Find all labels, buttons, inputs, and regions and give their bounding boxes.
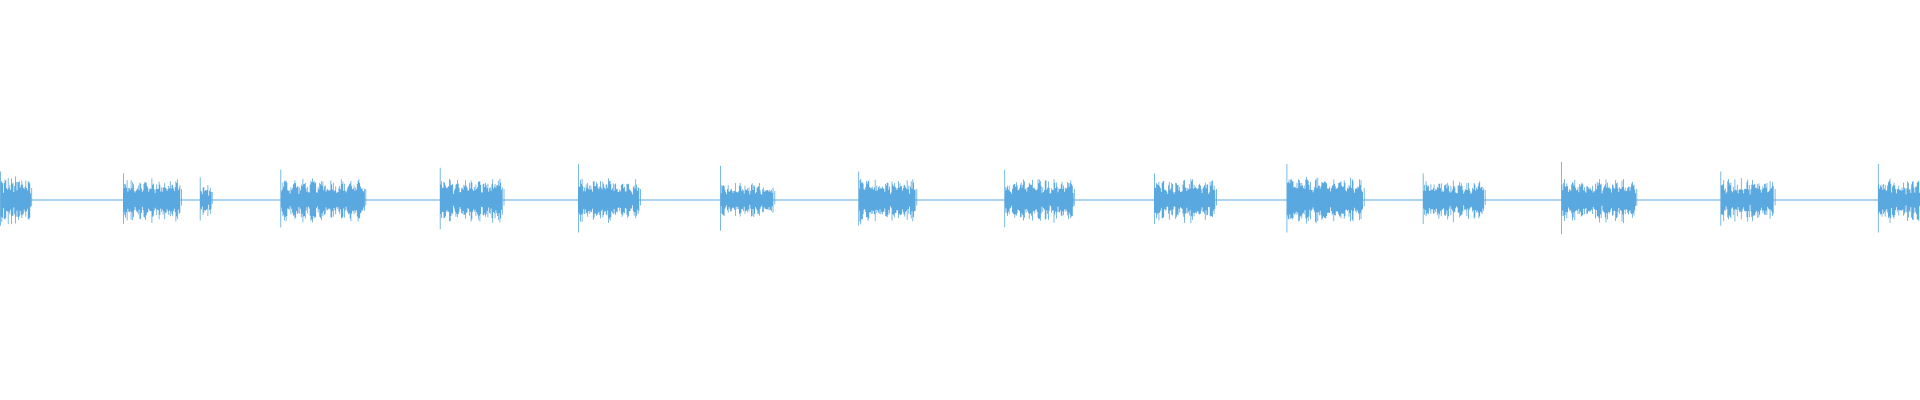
waveform-burst [1004,169,1075,228]
waveform-burst-path [1286,163,1365,233]
waveform-burst-path [1877,163,1920,233]
waveform-burst [1286,163,1365,233]
waveform-burst [439,167,505,230]
waveform-burst [1877,163,1920,233]
waveform-burst-path [0,171,33,226]
waveform-burst-path [199,177,213,221]
waveform-burst-path [1154,173,1217,224]
waveform-burst-path [720,165,776,231]
waveform-burst [578,163,641,233]
waveform-burst-path [439,167,505,230]
waveform-burst-path [1720,171,1776,226]
waveform-burst-path [1422,173,1486,224]
waveform-burst-path [1004,169,1075,228]
waveform-burst [858,171,918,226]
waveform-burst-path [858,171,918,226]
waveform-burst [280,169,367,228]
waveform-burst-path [123,173,182,224]
waveform-burst [1422,173,1486,224]
waveform-burst [1154,173,1217,224]
waveform-burst [0,171,33,226]
waveform-burst [1720,171,1776,226]
waveform-bursts [0,162,1920,235]
waveform-burst [1561,162,1638,235]
waveform-burst [123,173,182,224]
waveform-burst-path [280,169,367,228]
waveform-burst [199,177,213,221]
waveform-burst [720,165,776,231]
waveform-burst-path [1561,162,1638,235]
waveform-burst-path [578,163,641,233]
